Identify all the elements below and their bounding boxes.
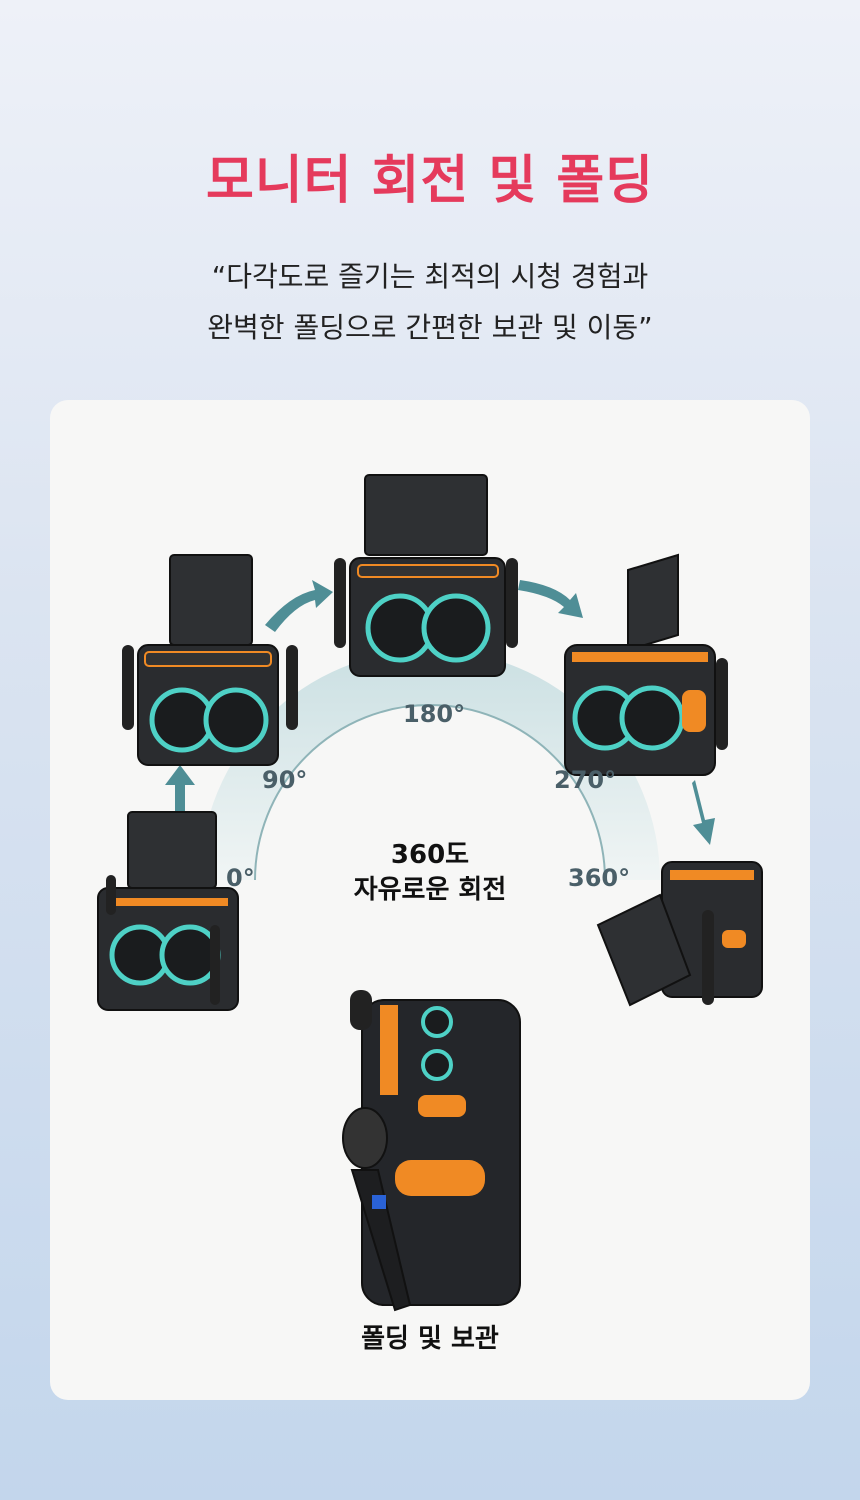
rotation-arc xyxy=(200,650,660,880)
angle-label-180: 180° xyxy=(403,700,466,728)
angle-label-360: 360° xyxy=(568,864,631,892)
rotation-caption-line-2: 자유로운 회전 xyxy=(353,875,507,905)
speaker-0-deg xyxy=(97,811,239,1011)
microphone-icon xyxy=(342,1107,412,1312)
speaker-270-deg xyxy=(564,553,728,776)
subtitle-line-1: “다각도로 즐기는 최적의 시청 경험과 xyxy=(211,260,649,293)
product-illustration-card: 180° 90° 270° 0° 360° 360도 자유로운 회전 폴딩 및 … xyxy=(50,400,810,1400)
page-title: 모니터 회전 및 폴딩 xyxy=(205,151,655,211)
subtitle-line-2: 완벽한 폴딩으로 간편한 보관 및 이동” xyxy=(207,311,653,344)
arrow-down-icon xyxy=(692,780,715,845)
fold-storage-caption: 폴딩 및 보관 xyxy=(361,1324,499,1354)
arrow-up-right-icon xyxy=(265,580,333,632)
arrow-up-icon xyxy=(165,765,195,820)
speaker-folded-storage xyxy=(342,990,521,1312)
rotation-arc-line xyxy=(254,704,606,881)
rotation-caption-line-1: 360도 xyxy=(390,840,470,870)
arrow-down-right-icon xyxy=(518,580,583,618)
speaker-360-deg xyxy=(596,861,763,1007)
speaker-180-deg xyxy=(334,474,518,677)
angle-label-0: 0° xyxy=(226,864,255,892)
angle-label-90: 90° xyxy=(262,766,308,794)
angle-label-270: 270° xyxy=(554,766,617,794)
speaker-90-deg xyxy=(122,554,298,766)
rotation-illustration xyxy=(97,474,763,1312)
